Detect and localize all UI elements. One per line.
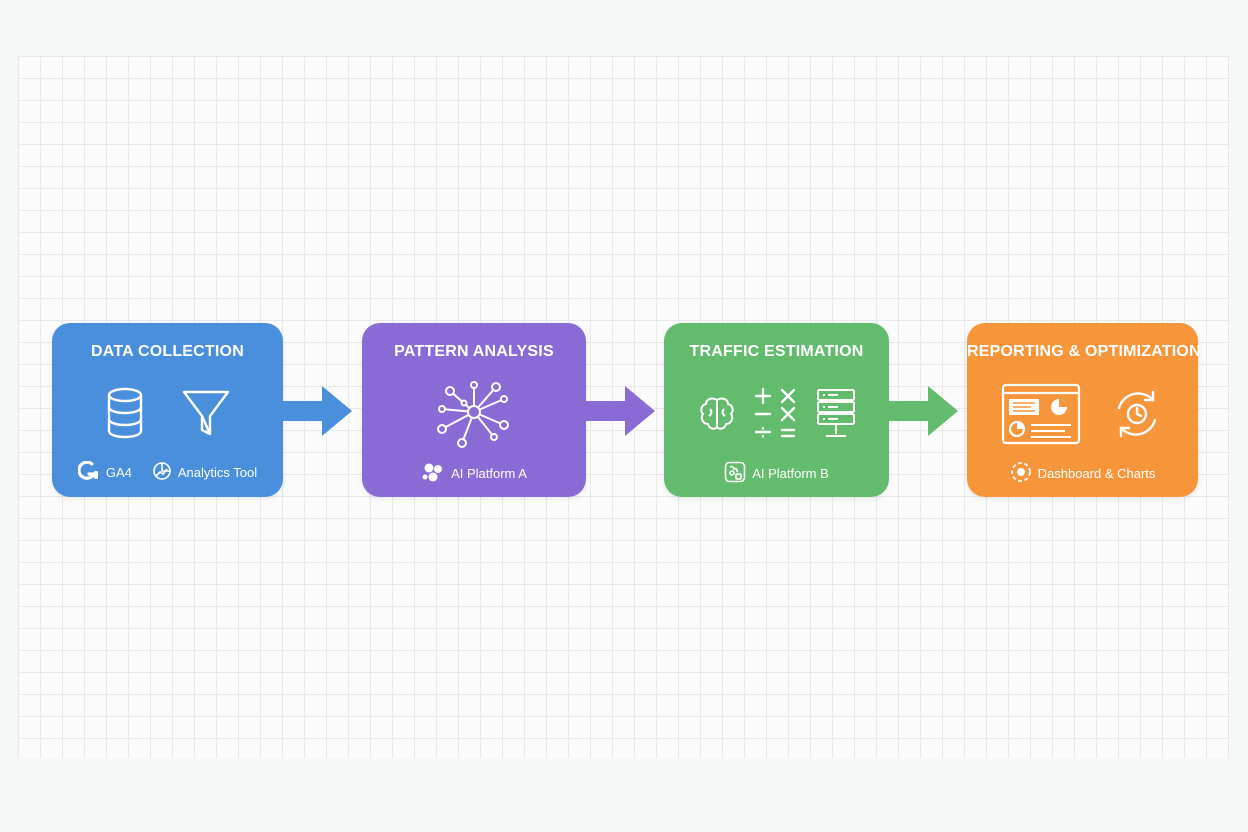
ai-platform-icon [421, 461, 445, 486]
brain-icon [698, 395, 736, 433]
flow-arrow [282, 386, 352, 436]
stage-pattern-analysis: PATTERN ANALYSIS [362, 323, 586, 497]
funnel-icon [181, 388, 231, 440]
analytics-icon [152, 461, 172, 484]
ai-chip-icon [724, 461, 746, 486]
tool-label: AI Platform A [451, 466, 527, 481]
stage-icons [664, 381, 889, 447]
math-operators-icon [754, 386, 798, 442]
tool-label: AI Platform B [752, 466, 829, 481]
dashboard-window-icon [1001, 383, 1081, 445]
tool-label: Analytics Tool [177, 465, 258, 480]
stage-title: REPORTING & OPTIMIZATION [967, 343, 1201, 360]
stage-icons [362, 379, 586, 449]
stage-title: DATA COLLECTION [91, 343, 244, 360]
stage-tools: Dashboard & Charts [967, 461, 1198, 486]
stage-data-collection: DATA COLLECTION GA4 [52, 323, 283, 497]
tool-dashboard-charts: Dashboard & Charts [1010, 461, 1156, 486]
tool-label: Dashboard & Charts [1037, 466, 1156, 481]
ga4-logo-icon [77, 460, 100, 484]
stage-title: PATTERN ANALYSIS [394, 343, 554, 360]
database-icon [105, 387, 145, 441]
flow-arrow [888, 386, 958, 436]
tool-label: GA4 [105, 465, 132, 480]
stage-tools: GA4 Analytics Tool [52, 460, 283, 484]
refresh-cycle-icon [1109, 386, 1165, 442]
stage-icons [52, 381, 283, 447]
tool-ai-platform-a: AI Platform A [421, 461, 527, 486]
stage-tools: AI Platform B [664, 461, 889, 486]
server-icon [816, 388, 856, 440]
tool-ga4: GA4 [77, 460, 132, 484]
stage-icons [967, 381, 1198, 447]
dashboard-badge-icon [1010, 461, 1032, 486]
stage-reporting-optimization: REPORTING & OPTIMIZATION [967, 323, 1201, 497]
network-graph-icon [434, 379, 514, 449]
flow-arrow [585, 386, 655, 436]
stage-tools: AI Platform A [362, 461, 586, 486]
stage-title: TRAFFIC ESTIMATION [689, 343, 864, 360]
tool-analytics: Analytics Tool [152, 461, 257, 484]
tool-ai-platform-b: AI Platform B [724, 461, 829, 486]
stage-traffic-estimation: TRAFFIC ESTIMATION [664, 323, 889, 497]
